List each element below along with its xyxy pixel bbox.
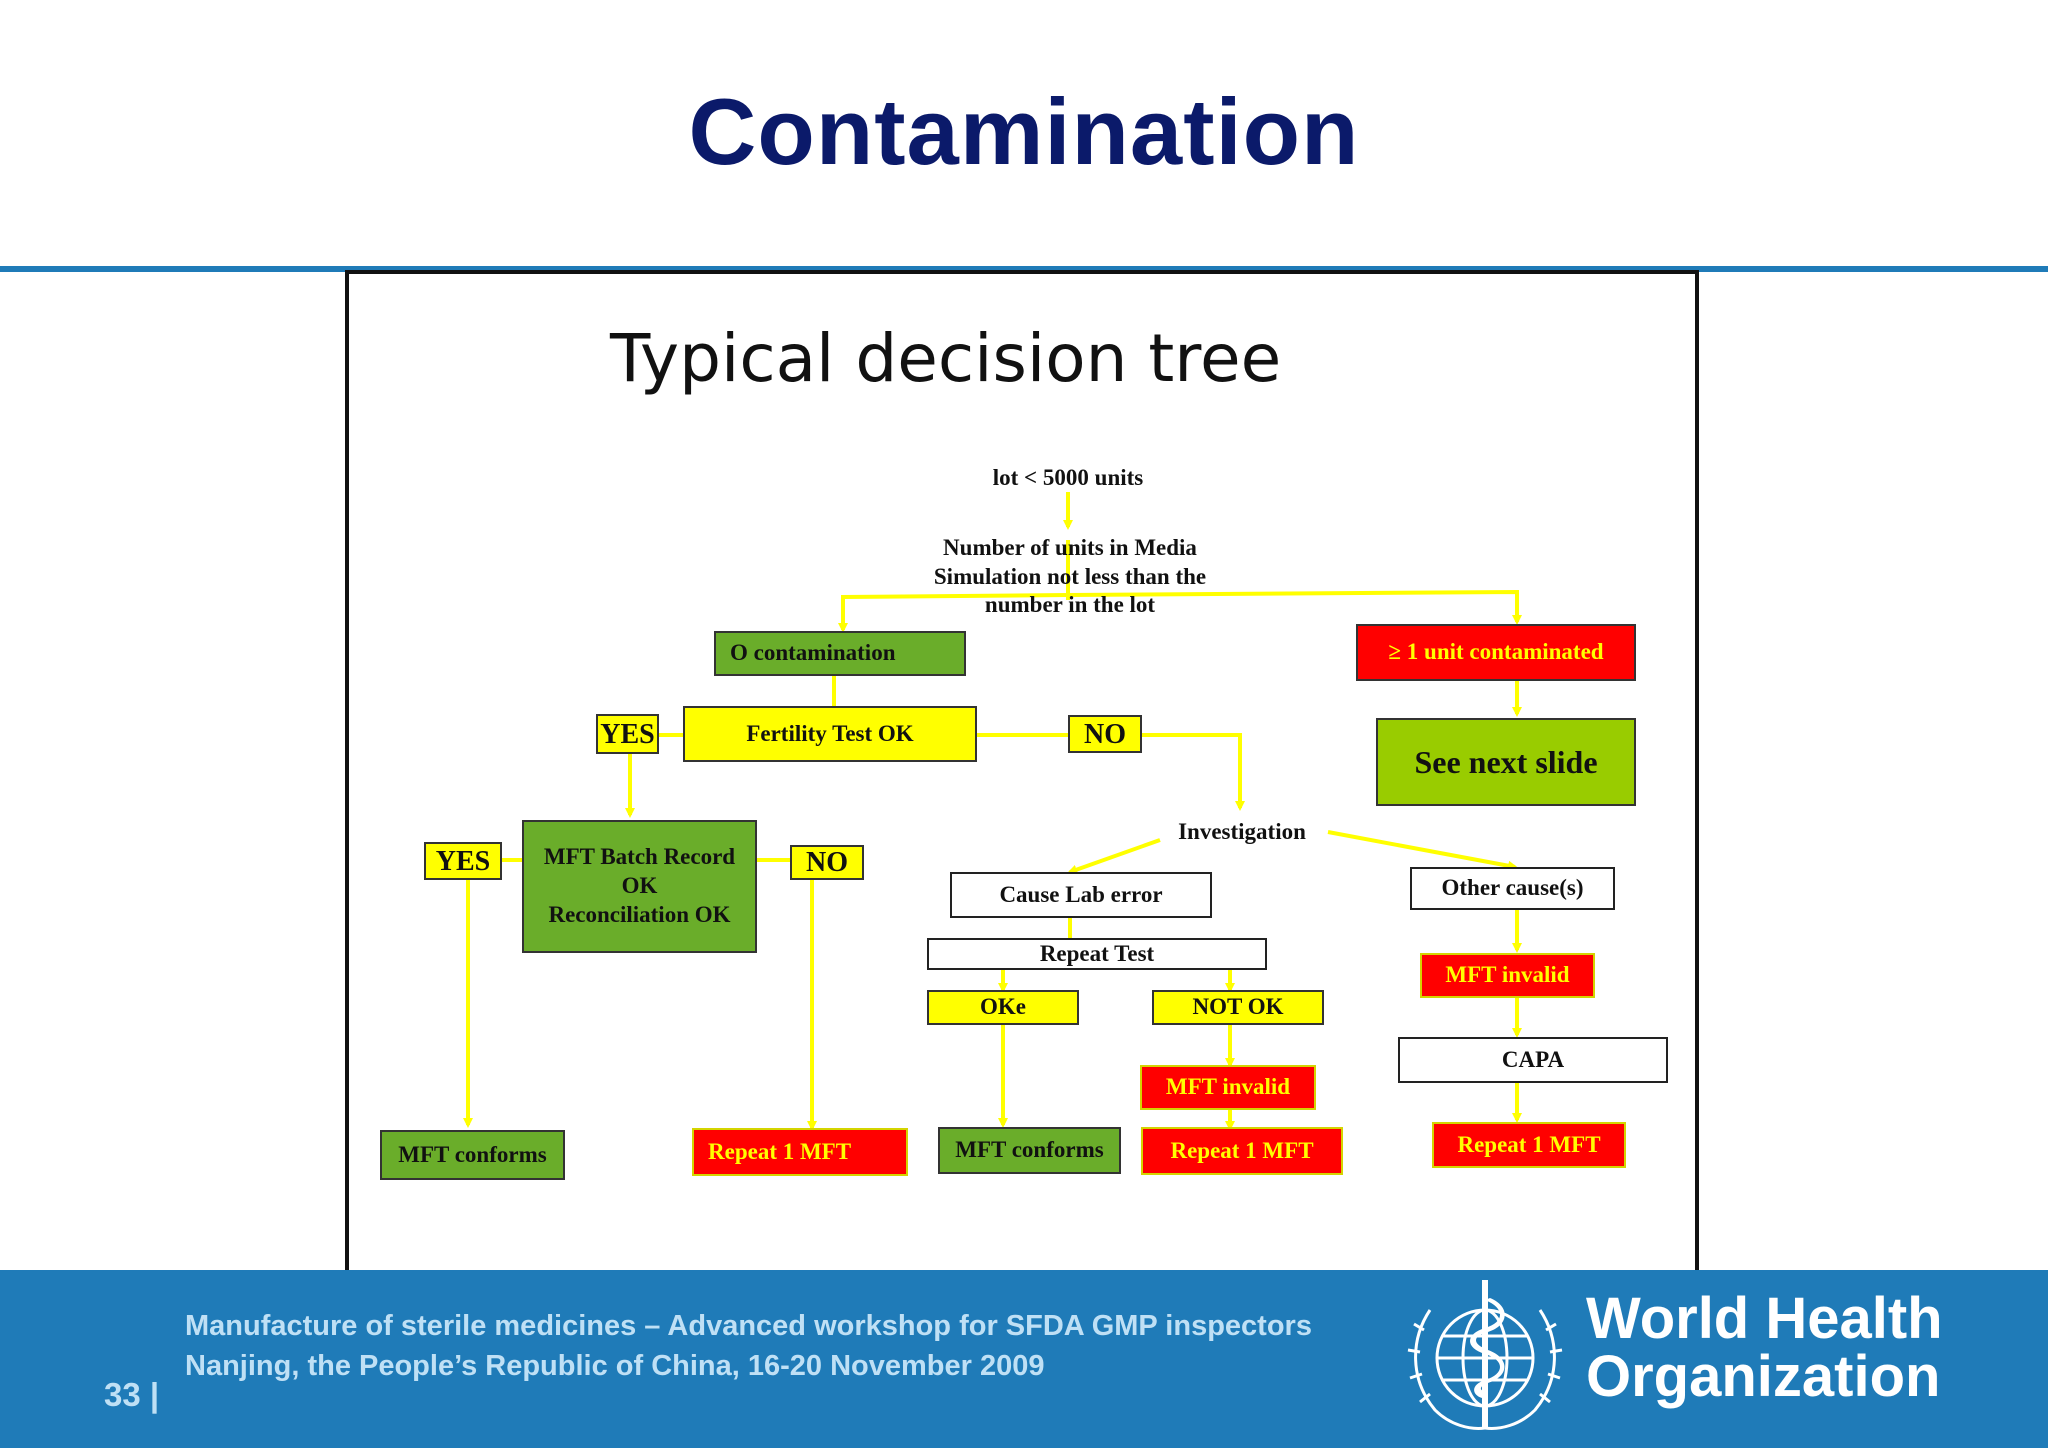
- node-mft-conforms-left: MFT conforms: [380, 1130, 565, 1180]
- node-capa: CAPA: [1398, 1037, 1668, 1083]
- node-other-causes: Other cause(s): [1410, 867, 1615, 910]
- node-see-next-slide: See next slide: [1376, 718, 1636, 806]
- edge-investigation-to-other: [1327, 830, 1518, 871]
- page-number: 33 |: [104, 1376, 160, 1413]
- node-units-in-simulation: Number of units in Media Simulation not …: [933, 534, 1207, 618]
- node-mft-batch-record: MFT Batch Record OK Reconciliation OK: [522, 820, 757, 953]
- who-emblem-icon: [1407, 1280, 1563, 1430]
- node-fertility-test-ok: Fertility Test OK: [683, 706, 977, 762]
- node-one-unit-contaminated: ≥ 1 unit contaminated: [1356, 624, 1636, 681]
- diagram-title: Typical decision tree: [610, 320, 1282, 397]
- who-wordmark: World Health Organization: [1586, 1286, 1943, 1409]
- footer-bar: [0, 1270, 2048, 1448]
- label-no-fertility: NO: [1068, 715, 1142, 753]
- node-zero-contamination: O contamination: [714, 631, 966, 676]
- node-cause-lab-error: Cause Lab error: [950, 872, 1212, 918]
- label-no-batch: NO: [790, 845, 864, 880]
- edge-investigation-to-cause: [1067, 838, 1161, 875]
- edge-units-to-oneunit: [1067, 589, 1522, 625]
- label-yes-batch: YES: [424, 842, 502, 880]
- label-yes-fertility: YES: [596, 714, 659, 754]
- node-repeat-1-mft-left: Repeat 1 MFT: [692, 1128, 908, 1176]
- header-divider: [0, 266, 2048, 272]
- node-investigation: Investigation: [1178, 818, 1306, 844]
- node-oke: OKe: [927, 990, 1079, 1025]
- slide-title: Contamination: [688, 79, 1360, 184]
- node-lot-size: lot < 5000 units: [992, 464, 1144, 490]
- node-mft-invalid-mid: MFT invalid: [1140, 1065, 1316, 1110]
- edge-units-to-zero: [838, 593, 1069, 633]
- node-mft-invalid-right: MFT invalid: [1420, 953, 1595, 998]
- footer-location-date: Nanjing, the People’s Republic of China,…: [185, 1350, 1045, 1382]
- node-not-ok: NOT OK: [1152, 990, 1324, 1025]
- edge-no-to-investigation: [1142, 733, 1245, 811]
- node-repeat-test: Repeat Test: [927, 938, 1267, 970]
- node-repeat-1-mft-right: Repeat 1 MFT: [1432, 1122, 1626, 1168]
- node-repeat-1-mft-mid: Repeat 1 MFT: [1141, 1127, 1343, 1175]
- footer-workshop-title: Manufacture of sterile medicines – Advan…: [185, 1310, 1312, 1342]
- node-mft-conforms-mid: MFT conforms: [938, 1127, 1121, 1174]
